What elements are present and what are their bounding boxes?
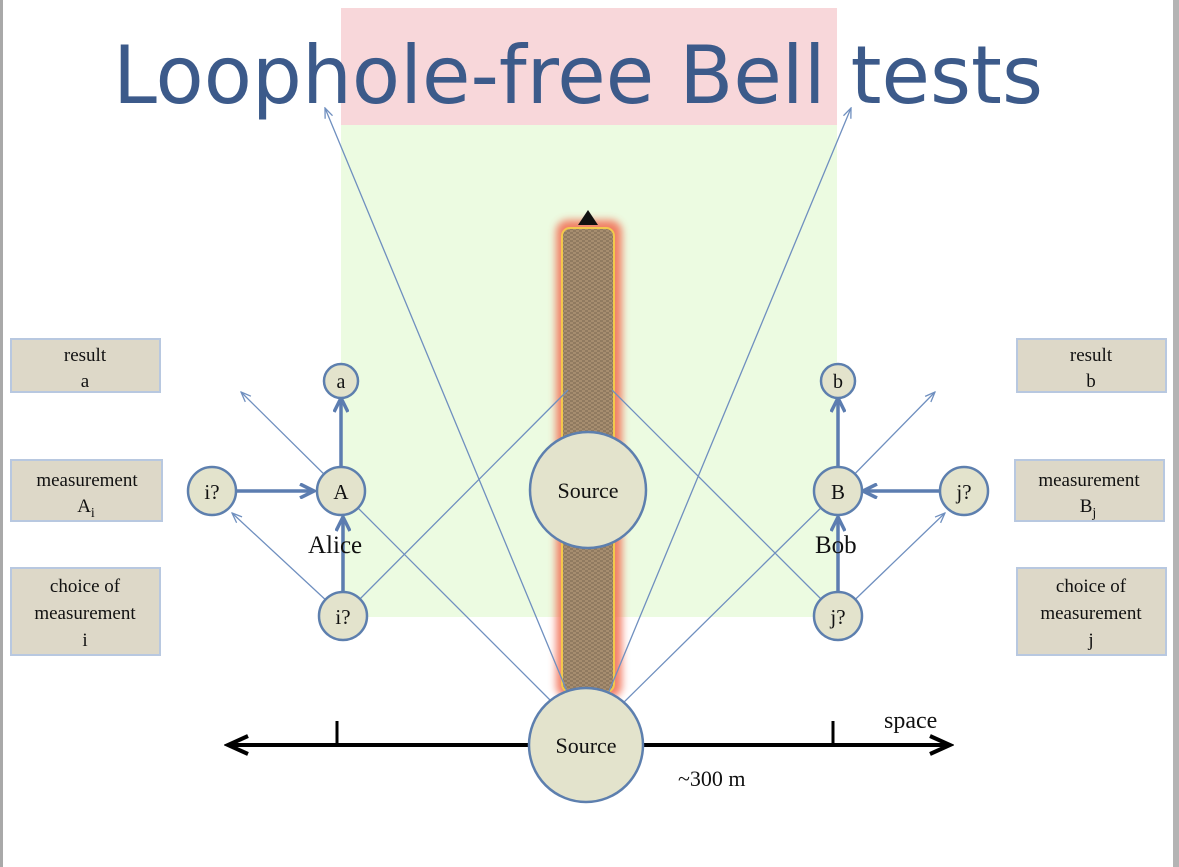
bob-choice-crossing-line (611, 389, 839, 617)
bob-measurement-node: B (812, 465, 864, 517)
alice-setting-node-label: i? (204, 480, 219, 504)
left-measurement-symbol-base: A (77, 496, 91, 517)
future-lightcone-region (341, 8, 837, 125)
alice-source-line (340, 490, 561, 711)
left-result-line2: a (81, 371, 90, 392)
source-node-mid: Source (528, 430, 648, 550)
left-choice-line3: i (82, 630, 87, 651)
bob-setting-node: j? (938, 465, 990, 517)
space-axis-label: space (884, 708, 937, 734)
slide-title: Loophole-free Bell tests (113, 29, 1043, 122)
distance-label: ~300 m (678, 766, 746, 791)
bob-measurement-node-label: B (831, 480, 845, 504)
left-measurement-box: measurement Ai (10, 459, 163, 522)
left-choice-line2: measurement (34, 603, 136, 624)
time-arrow-head (578, 210, 598, 225)
right-result-line1: result (1070, 345, 1113, 366)
right-choice-box: choice of measurement j (1016, 567, 1167, 656)
source-node-bottom: Source (527, 686, 645, 804)
bob-choice-node: j? (812, 590, 864, 642)
right-result-line2: b (1086, 371, 1096, 392)
alice-result-node: a (322, 362, 360, 400)
left-choice-line1: choice of (50, 576, 121, 597)
source-node-mid-label: Source (557, 478, 618, 503)
alice-choice-crossing-line (342, 389, 569, 617)
right-measurement-symbol-base: B (1080, 496, 1093, 517)
bob-choice-node-label: j? (829, 605, 845, 629)
alice-name: Alice (308, 532, 362, 559)
bob-result-node: b (819, 362, 857, 400)
lightcone-left-line (325, 108, 589, 743)
left-measurement-symbol: Ai (77, 496, 95, 521)
right-measurement-box: measurement Bj (1014, 459, 1165, 522)
left-measurement-line1: measurement (36, 470, 138, 491)
right-measurement-symbol: Bj (1080, 496, 1097, 521)
alice-choice-node-label: i? (335, 605, 350, 629)
bob-result-node-label: b (833, 371, 843, 393)
alice-choice-node: i? (317, 590, 369, 642)
alice-measurement-node-label: A (333, 480, 349, 504)
right-result-box: result b (1016, 338, 1167, 393)
right-choice-line2: measurement (1040, 603, 1142, 624)
bob-source-line (615, 490, 839, 711)
right-choice-line1: choice of (1056, 576, 1127, 597)
lightcone-right-line (587, 108, 851, 743)
alice-result-node-label: a (337, 371, 346, 393)
bob-name: Bob (815, 532, 857, 559)
source-node-bottom-label: Source (555, 733, 616, 758)
right-choice-line3: j (1087, 630, 1093, 651)
bob-setting-node-label: j? (955, 480, 971, 504)
right-measurement-symbol-sub: j (1091, 506, 1096, 521)
right-measurement-line1: measurement (1038, 470, 1140, 491)
left-choice-box: choice of measurement i (10, 567, 161, 656)
left-result-line1: result (64, 345, 107, 366)
left-measurement-symbol-sub: i (91, 506, 95, 521)
left-result-box: result a (10, 338, 161, 393)
alice-setting-node: i? (186, 465, 238, 517)
alice-measurement-node: A (315, 465, 367, 517)
